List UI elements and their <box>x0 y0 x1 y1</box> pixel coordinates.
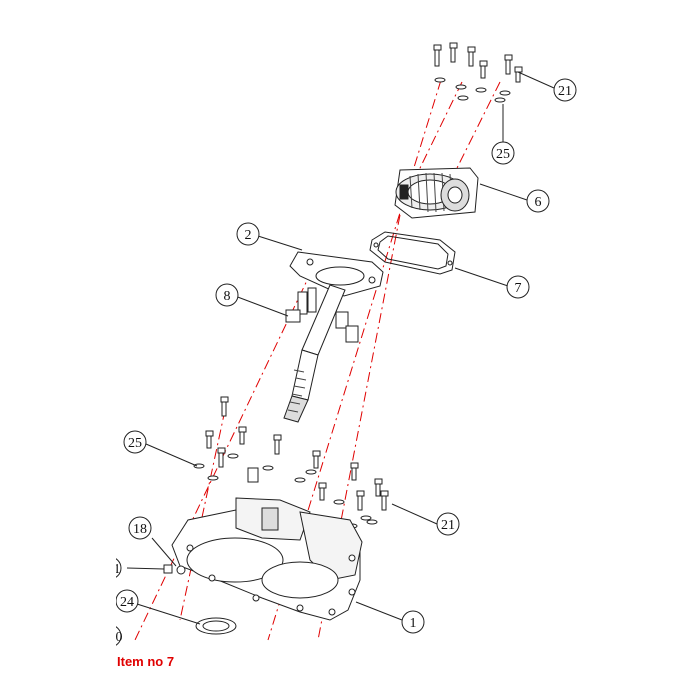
svg-text:21: 21 <box>441 518 455 533</box>
bolt-group-lower <box>193 396 389 529</box>
gasket <box>369 231 456 275</box>
svg-text:0: 0 <box>116 630 123 645</box>
stud-group <box>285 287 359 343</box>
oil-seal <box>195 617 237 635</box>
gear-unit <box>394 167 479 219</box>
callout-18: 18 <box>128 516 152 540</box>
svg-text:1: 1 <box>410 616 417 631</box>
svg-text:18: 18 <box>133 522 147 537</box>
callout-25-top: 25 <box>491 141 515 165</box>
callout-1: 1 <box>401 610 425 634</box>
svg-text:8: 8 <box>224 289 231 304</box>
callout-25-lower: 25 <box>123 430 147 454</box>
svg-text:6: 6 <box>535 195 542 210</box>
main-housing <box>171 497 363 621</box>
item-caption: Item no 7 <box>117 654 175 669</box>
svg-text:25: 25 <box>128 436 142 451</box>
callout-6: 6 <box>526 189 550 213</box>
callout-24: 24 <box>115 589 139 613</box>
svg-text:7: 7 <box>515 281 522 296</box>
callout-7: 7 <box>506 275 530 299</box>
svg-text:25: 25 <box>496 147 510 162</box>
flange-shaft <box>283 251 384 423</box>
svg-text:2: 2 <box>245 228 252 243</box>
leader-lines <box>126 71 555 625</box>
svg-text:21: 21 <box>558 84 572 99</box>
callout-8: 8 <box>215 283 239 307</box>
bolt-group-top <box>433 42 523 103</box>
plug <box>163 564 186 575</box>
svg-text:1: 1 <box>114 562 121 577</box>
callout-21-lower: 21 <box>436 512 460 536</box>
svg-text:24: 24 <box>120 595 134 610</box>
callout-2: 2 <box>236 222 260 246</box>
callout-21-top: 21 <box>553 78 577 102</box>
crop-mask <box>0 540 116 650</box>
